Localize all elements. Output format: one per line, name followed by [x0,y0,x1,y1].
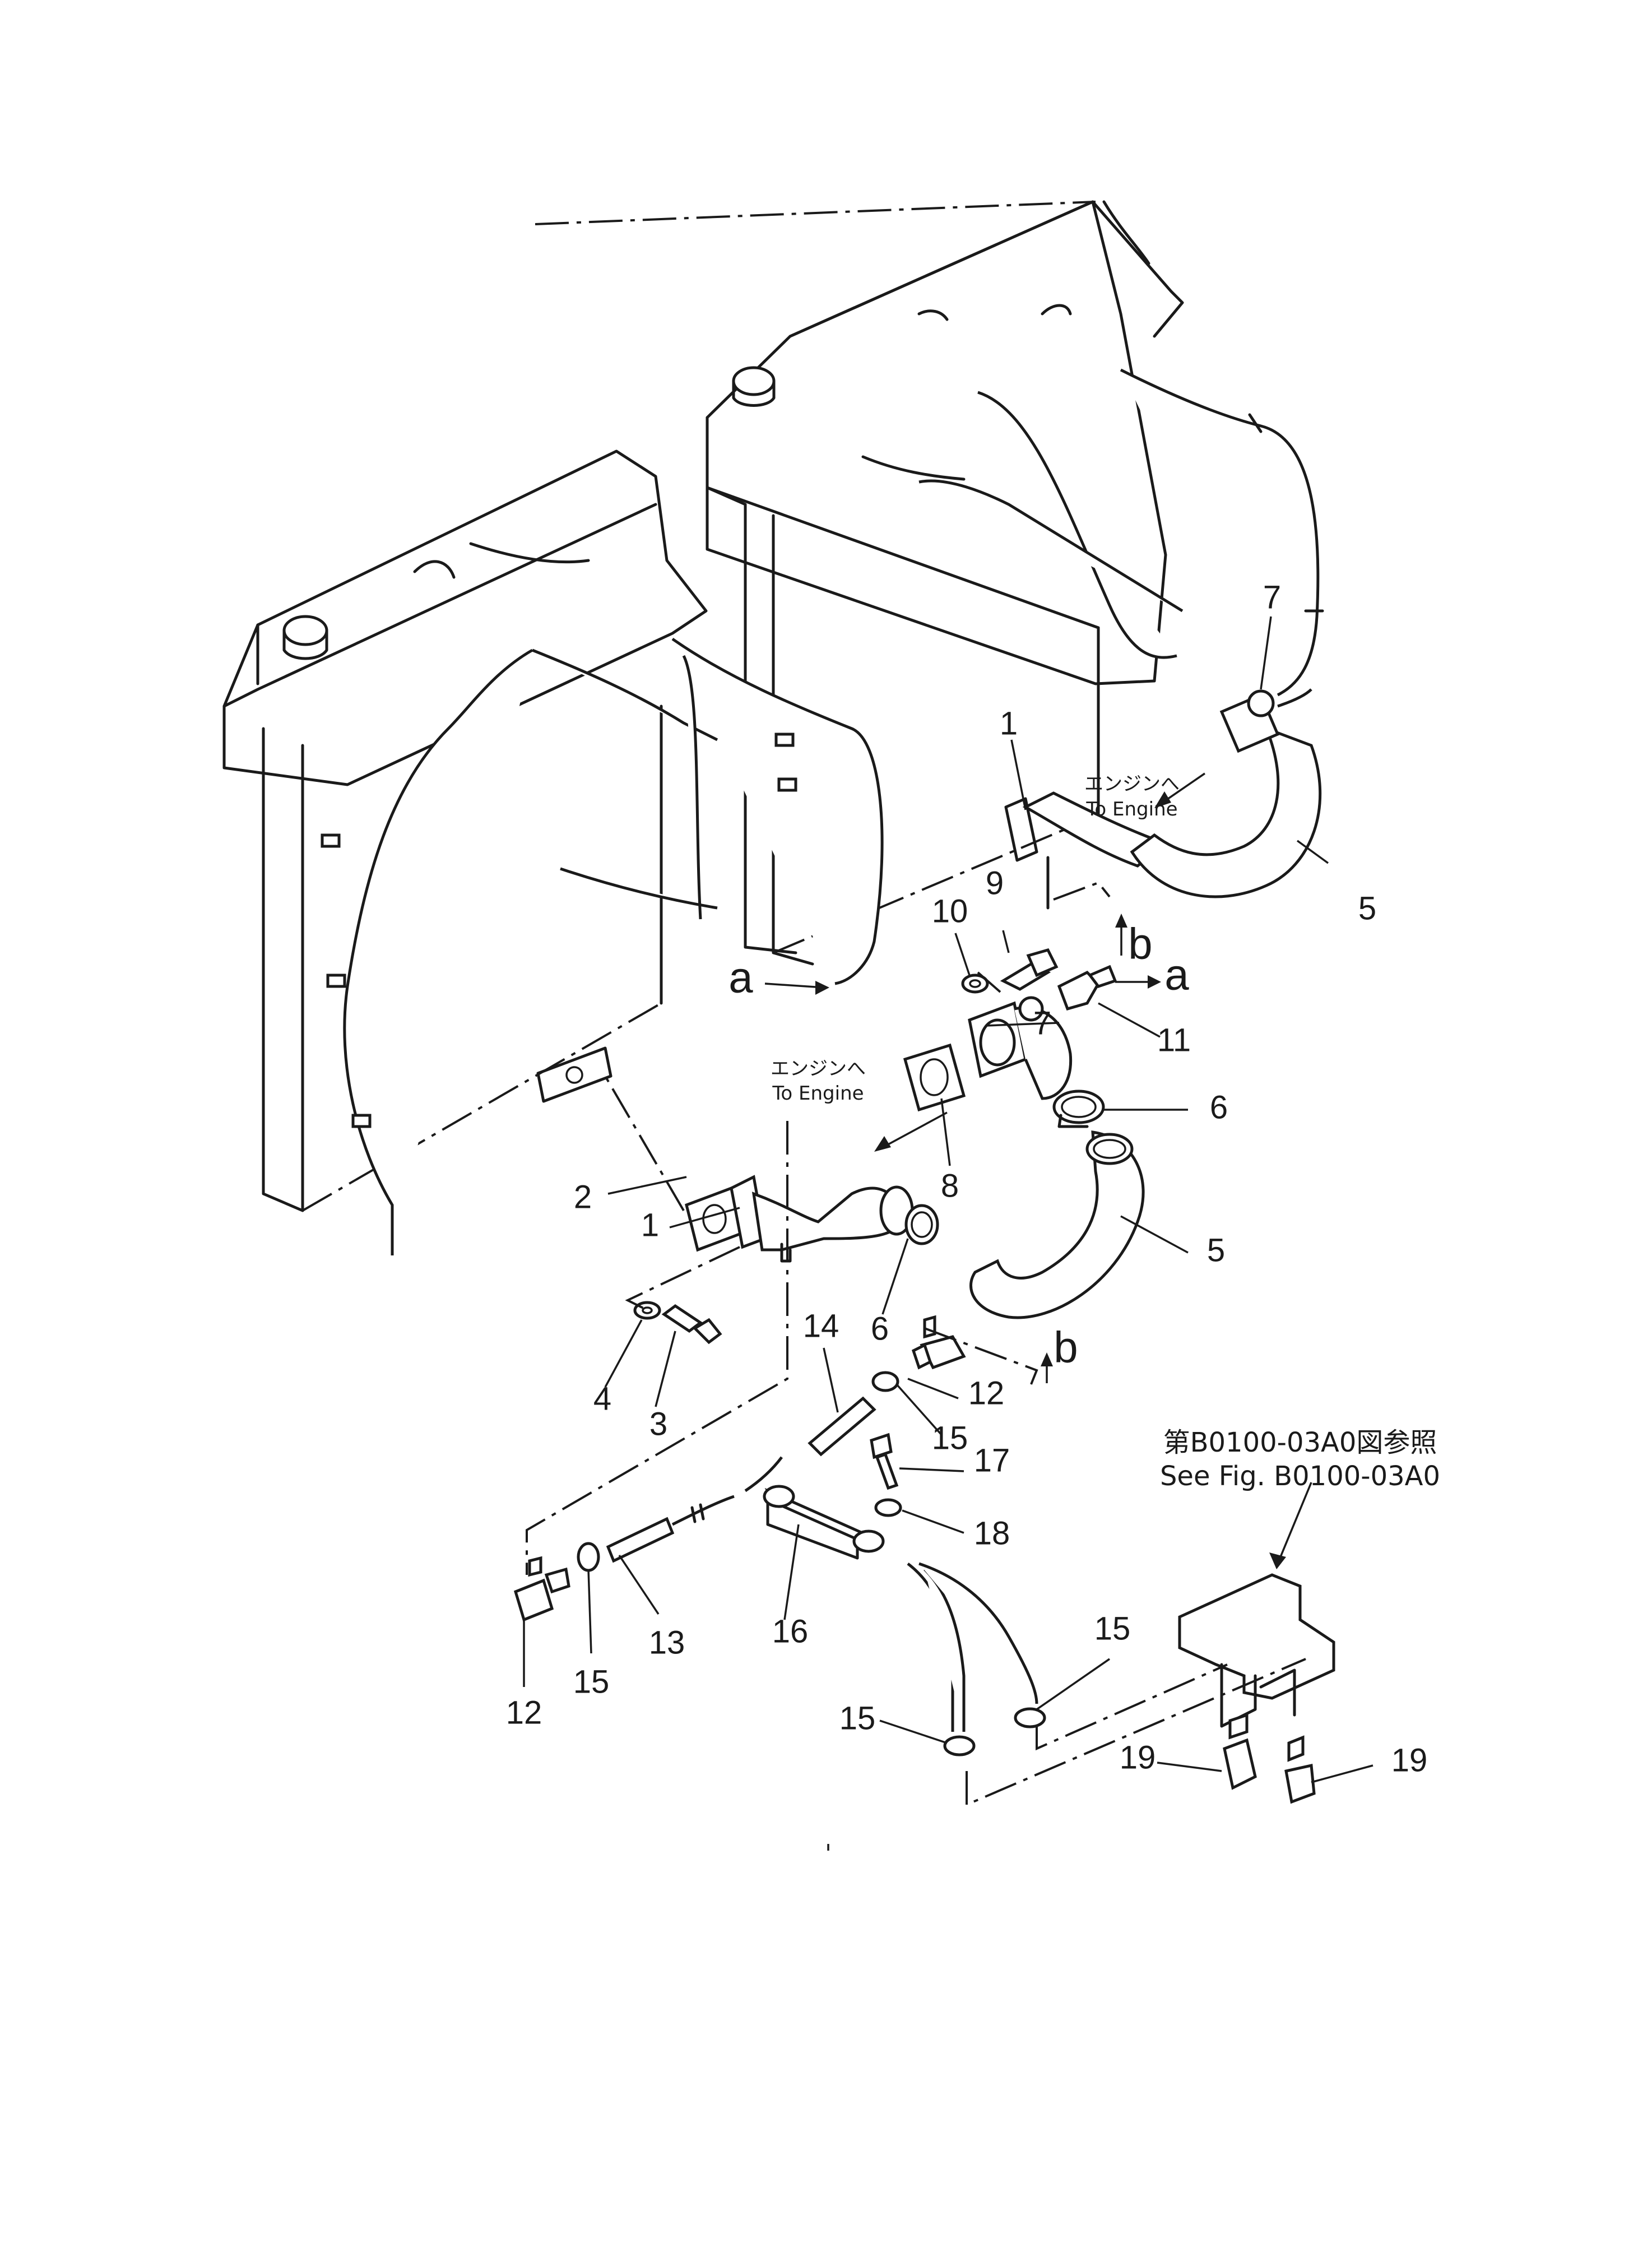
callout-12-lower: 12 [506,1694,542,1731]
callout-7-upper: 7 [1263,579,1281,615]
annotation-text: エンジンへ To Engine エンジンへ To Engine 第B0100-0… [771,773,1440,1492]
callout-12-upper: 12 [968,1375,1005,1411]
callout-2: 2 [574,1179,592,1215]
hose-5-upper [1130,726,1322,898]
callout-15-right: 15 [1094,1610,1131,1647]
hose-clamp-15-b [577,1542,600,1572]
front-radiator-cap [282,615,328,646]
callout-8: 8 [941,1167,959,1204]
front-radiator [222,449,884,1255]
callout-9: 9 [986,865,1004,901]
reference-en: See Fig. B0100-03A0 [1160,1461,1440,1492]
reference-jp: 第B0100-03A0図参照 [1163,1427,1437,1458]
callout-14: 14 [803,1308,839,1344]
hose-5-lower [969,1130,1145,1319]
bolt-3 [661,1304,703,1333]
callout-19-right: 19 [1391,1742,1428,1778]
callout-19-left: 19 [1120,1739,1156,1776]
hose-clamp-15-a [871,1371,899,1392]
callout-6-lower: 6 [871,1310,889,1347]
callout-15-bottom: 15 [839,1700,876,1736]
callout-3: 3 [649,1406,667,1442]
lower-coolant-outlet-assembly [633,1130,1145,1345]
callout-10: 10 [932,893,968,929]
rear-radiator [706,200,1324,966]
middle-fittings-group [903,948,1117,1128]
note-upper-en: To Engine [1085,798,1177,821]
note-upper-jp: エンジンへ [1084,773,1180,795]
hose-13 [606,1517,675,1563]
connector-a-right: a [1164,950,1189,999]
callout-5-lower: 5 [1207,1232,1225,1268]
drain-valve-19-right [1284,1763,1316,1804]
note-lower-en: To Engine [772,1082,864,1105]
elbow-fitting-11 [1057,970,1101,1011]
callout-1-upper: 1 [1000,705,1018,741]
hose-clamp-15-c [943,1735,976,1756]
callout-1-lower: 1 [641,1207,659,1243]
drain-line-assembly [513,1315,1335,1804]
leader-lines [523,616,1373,1783]
callout-13: 13 [649,1624,685,1661]
callout-11: 11 [1157,1022,1191,1058]
callout-17: 17 [974,1442,1010,1478]
callout-5-upper: 5 [1358,890,1376,926]
bolt-17 [870,1433,893,1459]
callout-6-middle: 6 [1210,1089,1228,1125]
outlet-pipe-1-lower [751,1186,904,1252]
gasket-8 [903,1043,966,1112]
connector-b-lower: b [1054,1323,1078,1372]
hose-14 [808,1396,876,1457]
washer-18 [874,1498,902,1517]
connector-b-upper: b [1128,919,1152,968]
callout-15-left: 15 [573,1663,610,1700]
connector-letters: a a b b [728,919,1189,1372]
callout-16: 16 [772,1613,809,1649]
callout-7-middle: 7 [1033,1005,1051,1041]
rear-radiator-cap [732,366,776,396]
part-callouts: 1 7 5 9 10 11 7 6 8 2 1 5 6 4 3 14 12 15… [506,579,1428,1778]
connector-a-left: a [728,953,753,1002]
hose-clamp-15-d [1014,1707,1046,1728]
callout-18: 18 [974,1515,1010,1551]
callout-4: 4 [593,1380,611,1417]
note-lower-jp: エンジンへ [771,1058,866,1080]
drain-valve-19-left [1223,1738,1257,1790]
callout-15-upper: 15 [932,1420,968,1456]
flow-arrows [764,772,1205,1383]
assembly-centerlines [526,201,1306,1807]
upper-coolant-outlet-assembly [1004,688,1322,910]
drain-cock-12-lower [513,1578,554,1622]
hose-clamp-6-lower [904,1204,939,1245]
washer-10 [961,974,989,994]
